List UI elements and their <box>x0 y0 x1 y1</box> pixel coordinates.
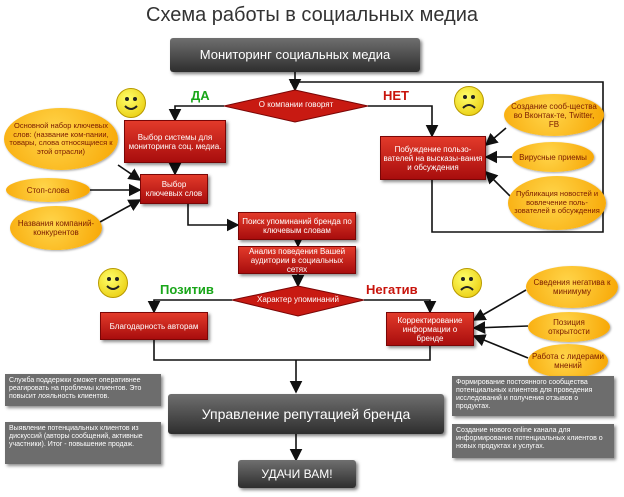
left-oval-competitors: Названия компаний-конкурентов <box>10 206 102 250</box>
note-channel: Создание нового online канала для информ… <box>452 424 614 458</box>
thank-authors-box: Благодарность авторам <box>100 312 208 340</box>
happy-smiley-icon <box>116 88 146 118</box>
decision-top-label: О компании говорят <box>258 100 334 109</box>
monitoring-banner: Мониторинг социальных медиа <box>170 38 420 72</box>
diagram-title: Схема работы в социальных медиа <box>146 4 478 26</box>
select-keywords-box: Выбор ключевых слов <box>140 174 208 204</box>
decision-diamond-mid <box>231 285 365 317</box>
analyze-behavior-box: Анализ поведения Вашей аудитории в социа… <box>238 246 356 274</box>
happy-smiley-icon <box>98 268 128 298</box>
left-oval-stopwords: Стоп-слова <box>6 178 90 202</box>
note-community: Формирование постоянного сообщества поте… <box>452 376 614 416</box>
sad-smiley-icon <box>454 86 484 116</box>
right-oval-viral: Вирусные приемы <box>512 142 594 172</box>
right-oval-leaders: Работа с лидерами мнений <box>528 344 608 378</box>
note-leads: Выявление потенциальных клиентов из диск… <box>5 422 161 464</box>
search-mentions-box: Поиск упоминаний бренда по ключевым слов… <box>238 212 356 240</box>
right-oval-minimize: Сведения негатива к минимуму <box>526 266 618 308</box>
sad-smiley-icon <box>452 268 482 298</box>
right-oval-openness: Позиция открытости <box>528 312 610 342</box>
positive-label: Позитив <box>160 282 214 297</box>
correct-info-box: Корректирование информации о бренде <box>386 312 474 346</box>
reputation-banner: Управление репутацией бренда <box>168 394 444 434</box>
right-oval-community: Создание сооб-щества во Вконтак-те, Twit… <box>504 94 604 136</box>
no-label: НЕТ <box>383 88 409 103</box>
right-oval-publications: Публикация новостей и вовлечение поль-зо… <box>508 176 606 230</box>
left-oval-keywords: Основной набор ключевых слов: (название … <box>4 108 118 170</box>
good-luck-banner: УДАЧИ ВАМ! <box>238 460 356 488</box>
select-system-box: Выбор системы для мониторинга соц. медиа… <box>124 120 226 163</box>
yes-label: ДА <box>191 88 210 103</box>
encourage-box: Побуждение пользо-вателей на высказы-ван… <box>380 136 486 180</box>
decision-mid-label: Характер упоминаний <box>257 295 339 304</box>
note-support: Служба поддержки сможет оперативнее реаг… <box>5 374 161 406</box>
negative-label: Негатив <box>366 282 418 297</box>
decision-diamond-top <box>223 89 369 123</box>
